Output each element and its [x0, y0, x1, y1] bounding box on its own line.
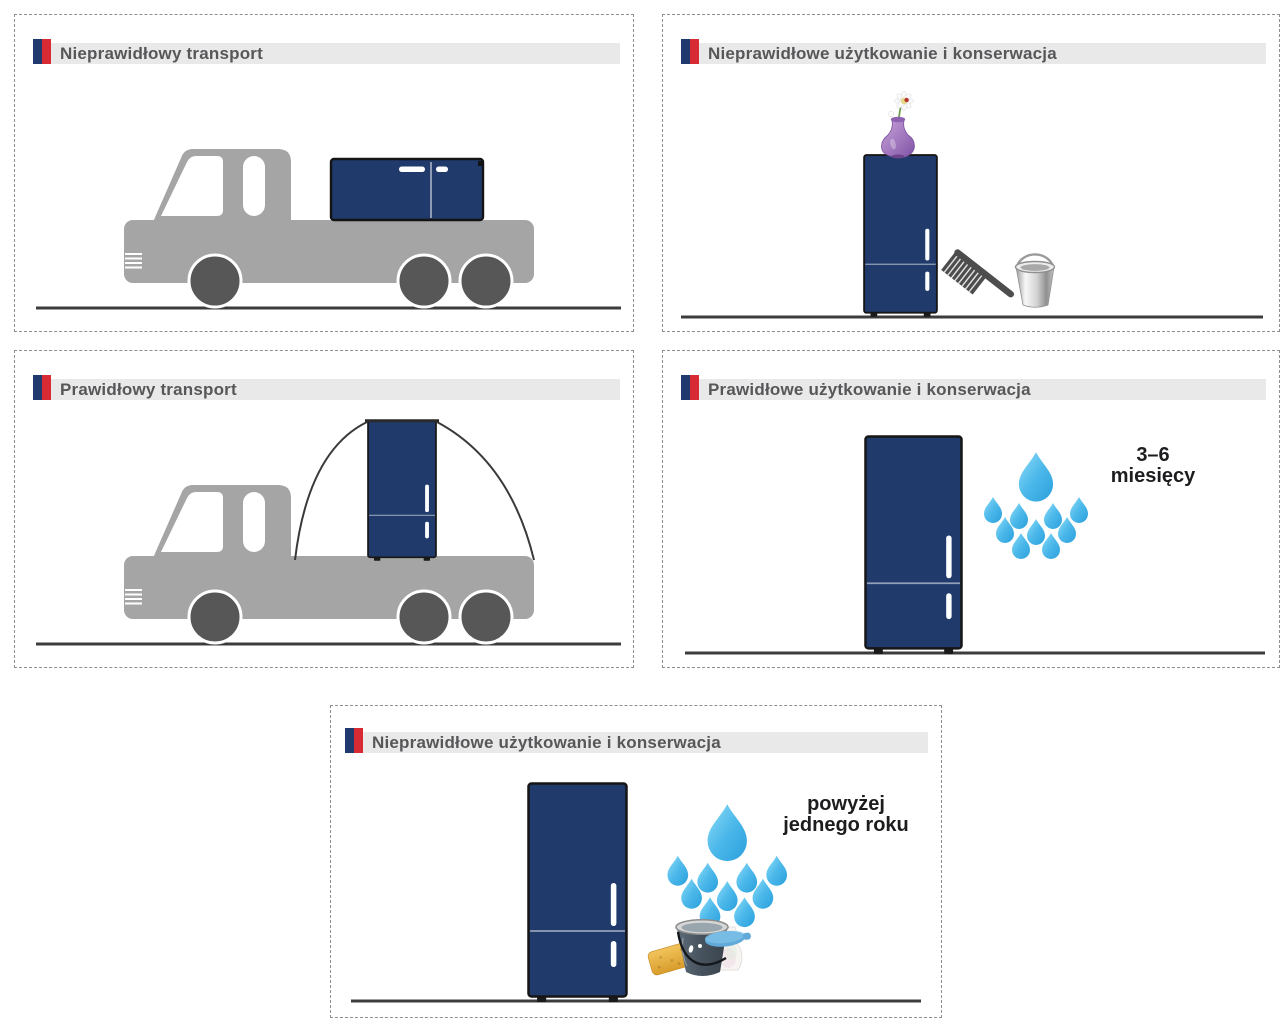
panel-title: Nieprawidłowy transport — [60, 43, 263, 63]
panel-header: Nieprawidłowe użytkowanie i konserwacja — [681, 39, 1266, 64]
refrigerator-upright-icon — [367, 420, 437, 562]
cleaning-interval-note: 3–6 miesięcy — [1073, 445, 1233, 487]
pickup-truck-icon — [122, 483, 536, 645]
note-line-1: 3–6 — [1136, 444, 1170, 466]
panel-title: Prawidłowy transport — [60, 379, 237, 399]
securing-ropes — [294, 421, 535, 561]
cleaning-interval-note: powyżej jednego roku — [761, 794, 931, 836]
refrigerator-icon — [863, 154, 938, 318]
improper-use-illustration — [681, 91, 1263, 319]
comb-icon — [941, 249, 1015, 298]
proper-use-illustration — [685, 435, 1265, 656]
flag-icon — [681, 39, 699, 64]
header-bar: Nieprawidłowe użytkowanie i konserwacja — [363, 732, 928, 753]
header-bar: Nieprawidłowy transport — [51, 43, 620, 64]
fridge-lying-flat-icon — [329, 157, 485, 222]
header-bar: Nieprawidłowe użytkowanie i konserwacja — [699, 43, 1266, 64]
flag-icon — [33, 375, 51, 400]
panel-title: Nieprawidłowe użytkowanie i konserwacja — [708, 43, 1057, 63]
proper-transport-illustration — [36, 419, 621, 646]
note-line-2: jednego roku — [783, 814, 909, 836]
panel-header: Nieprawidłowe użytkowanie i konserwacja — [345, 728, 928, 753]
panel-title: Nieprawidłowe użytkowanie i konserwacja — [372, 732, 721, 752]
panel-header: Nieprawidłowy transport — [33, 39, 620, 64]
panel-title: Prawidłowe użytkowanie i konserwacja — [708, 379, 1031, 399]
panel-header: Prawidłowe użytkowanie i konserwacja — [681, 375, 1266, 400]
panel-improper-use-2: Nieprawidłowe użytkowanie i konserwacja — [330, 705, 942, 1018]
note-line-1: powyżej — [807, 793, 885, 815]
refrigerator-icon — [864, 435, 963, 656]
panel-improper-transport: Nieprawidłowy transport — [14, 14, 634, 332]
panel-improper-use-1: Nieprawidłowe użytkowanie i konserwacja — [662, 14, 1280, 332]
brush-icon — [704, 930, 751, 947]
flag-icon — [681, 375, 699, 400]
improper-transport-illustration — [36, 147, 621, 310]
improper-use-2-illustration — [351, 782, 921, 1004]
header-bar: Prawidłowy transport — [51, 379, 620, 400]
flower-icon — [888, 91, 914, 138]
panel-header: Prawidłowy transport — [33, 375, 620, 400]
bucket-handle — [676, 931, 727, 966]
panel-proper-transport: Prawidłowy transport — [14, 350, 634, 668]
flag-icon — [33, 39, 51, 64]
flower-vase-icon — [881, 116, 915, 159]
refrigerator-icon — [527, 782, 628, 1004]
flag-icon — [345, 728, 363, 753]
note-line-2: miesięcy — [1110, 465, 1196, 487]
metal-bucket-icon — [1014, 253, 1056, 308]
header-bar: Prawidłowe użytkowanie i konserwacja — [699, 379, 1266, 400]
panel-proper-use: Prawidłowe użytkowanie i konserwacja 3–6… — [662, 350, 1280, 668]
